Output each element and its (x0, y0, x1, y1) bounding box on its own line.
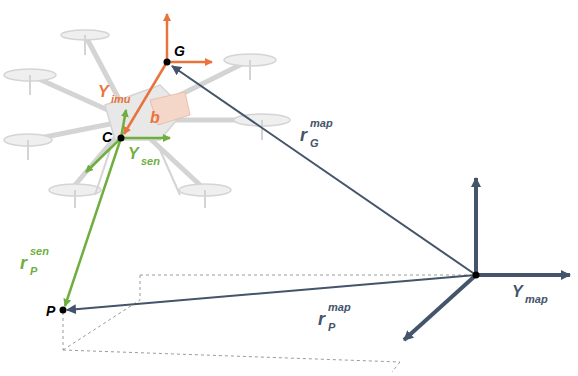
vector-superscript: map (328, 302, 351, 313)
point-name: C (102, 130, 112, 144)
drone-picture (4, 30, 290, 208)
point-name: G (174, 44, 185, 58)
frame-symbol: Υ (98, 84, 109, 100)
vector-superscript: map (310, 118, 333, 129)
point-name: P (46, 304, 55, 318)
vector-r-p-map (67, 275, 476, 310)
projection-lines (63, 275, 470, 372)
points (60, 59, 480, 314)
vector-name: r (20, 254, 27, 272)
frame-symbol: Υ (128, 146, 139, 162)
frame-subscript: imu (111, 94, 131, 105)
frame-subscript: map (525, 294, 548, 305)
map-frame-axes (404, 178, 570, 340)
frame-subscript: sen (141, 156, 160, 167)
vector-subscript: P (30, 266, 37, 277)
vector-subscript: P (328, 322, 335, 333)
sensor-frame-axes (65, 110, 170, 306)
vector-name: r (318, 310, 325, 328)
vector-r-g-map (172, 66, 476, 275)
vector-name: r (300, 126, 307, 144)
frame-symbol: Υ (512, 284, 523, 300)
vector-superscript: sen (30, 246, 49, 257)
imu-frame-axes (124, 14, 212, 134)
vector-subscript: G (310, 138, 319, 149)
vector-name: b (150, 110, 160, 126)
